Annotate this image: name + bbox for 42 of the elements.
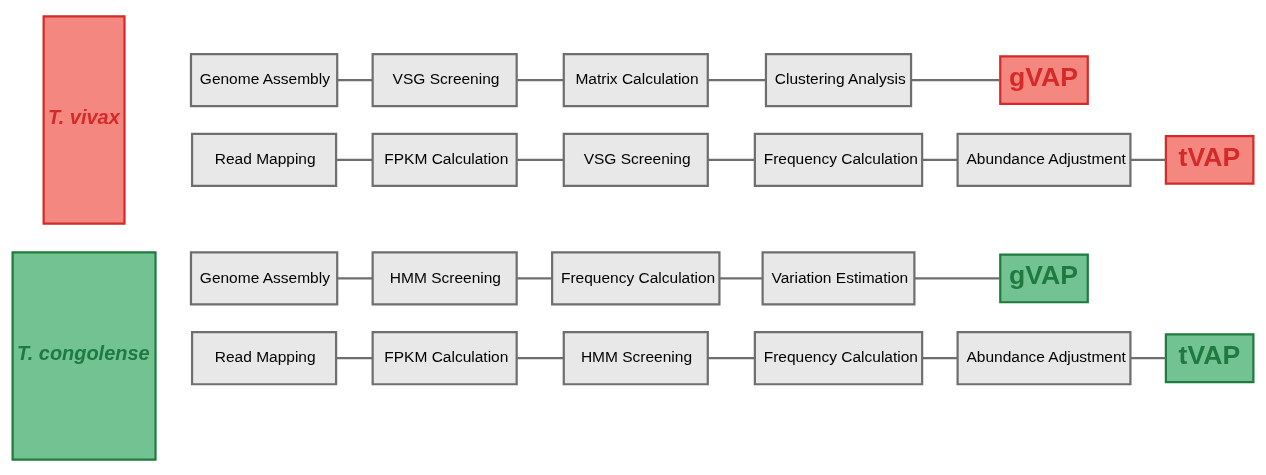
node-box: VSG Screening (371, 52, 518, 107)
connector (922, 158, 958, 161)
node-box: gVAP (999, 54, 1089, 105)
node-box: Variation Estimation (761, 250, 916, 306)
node-box: tVAP (1164, 332, 1255, 383)
connector (1130, 356, 1166, 359)
node-box: gVAP (999, 253, 1089, 303)
node-box: Frequency Calculation (753, 132, 924, 187)
connector (707, 356, 755, 359)
node-box: tVAP (1164, 134, 1255, 185)
node-box: Clustering Analysis (764, 52, 913, 107)
connector (517, 276, 553, 280)
connector (336, 158, 373, 161)
connector (517, 78, 564, 81)
node-box: Genome Assembly (189, 250, 339, 306)
node-box: T. vivax (42, 14, 126, 225)
node-box: Genome Assembly (189, 52, 339, 107)
connector (1130, 158, 1166, 161)
node-box: Abundance Adjustment (956, 330, 1132, 385)
connector (337, 78, 373, 81)
node-box: Read Mapping (190, 132, 338, 187)
node-box: Read Mapping (190, 330, 338, 385)
connector (517, 356, 564, 359)
node-box: Frequency Calculation (753, 330, 924, 385)
node-box: HMM Screening (371, 250, 518, 306)
connector (707, 158, 755, 161)
connector (922, 356, 958, 359)
node-box: T. congolense (11, 250, 157, 461)
node-box: Frequency Calculation (551, 250, 721, 306)
connector (719, 276, 763, 280)
node-box: Abundance Adjustment (956, 132, 1132, 187)
node-box: FPKM Calculation (371, 132, 518, 187)
connector (517, 158, 564, 161)
connector (707, 78, 766, 81)
node-box: VSG Screening (562, 132, 709, 187)
connector (911, 78, 1001, 81)
connector (337, 276, 373, 280)
node-box: HMM Screening (562, 330, 709, 385)
node-box: Matrix Calculation (562, 52, 709, 107)
connector (336, 356, 373, 359)
node-box: FPKM Calculation (371, 330, 518, 385)
connector (914, 276, 1001, 280)
